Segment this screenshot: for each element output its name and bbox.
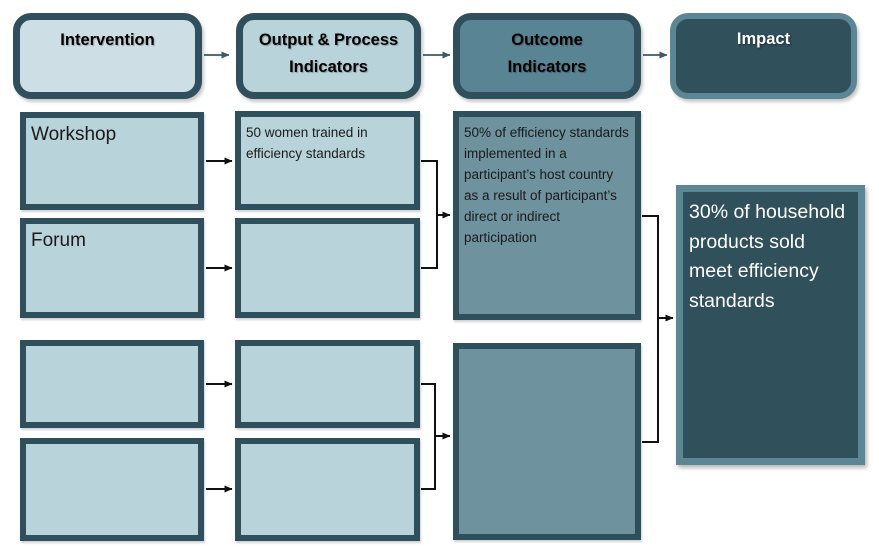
intervention-box-forum-label: Forum [31,230,86,251]
header-outcome-indicators-label: Outcome Indicators [507,31,587,76]
bracket-outputs-3-4 [421,383,436,490]
intervention-box-workshop: Workshop [20,112,204,210]
output-box-2 [235,218,420,318]
impact-box: 30% of household products sold meet effi… [676,185,865,465]
outcome-box-1: 50% of efficiency standards implemented … [453,111,641,320]
intervention-box-forum: Forum [20,218,204,318]
bracket-outcomes-1-2 [642,215,659,443]
intervention-box-3 [20,340,204,428]
output-box-1: 50 women trained in efficiency standards [235,111,420,210]
output-box-3 [235,340,420,428]
outcome-box-2 [453,343,641,540]
intervention-box-workshop-label: Workshop [31,124,117,145]
output-box-4 [235,438,420,541]
impact-box-label: 30% of household products sold meet effi… [689,201,846,312]
header-output-process-indicators-label: Output & Process Indicators [258,31,399,76]
header-impact: Impact [670,13,857,99]
bracket-outputs-1-2 [421,160,438,269]
header-intervention-label: Intervention [60,31,155,49]
intervention-box-4 [20,438,204,541]
header-intervention: Intervention [13,13,202,99]
output-box-1-label: 50 women trained in efficiency standards [246,125,368,161]
outcome-box-1-label: 50% of efficiency standards implemented … [464,125,629,245]
header-outcome-indicators: Outcome Indicators [453,13,641,99]
header-output-process-indicators: Output & Process Indicators [236,13,421,99]
header-impact-label: Impact [736,30,791,48]
